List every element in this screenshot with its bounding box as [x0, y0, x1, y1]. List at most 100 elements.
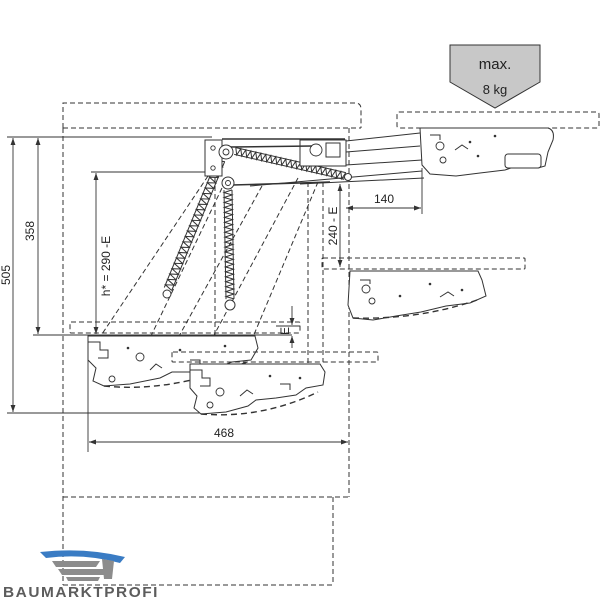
lift-mechanism: [162, 132, 425, 311]
dimension-lift-height: h* = 290 -E: [91, 171, 216, 334]
max-load-arrow-shape: [449, 44, 541, 109]
logo-block-4: [66, 577, 100, 581]
lower-arm: [231, 181, 331, 186]
upper-spring-coil: [235, 147, 347, 181]
load-label: 8 kg: [483, 82, 508, 97]
base-dot-g: [428, 282, 432, 286]
arm-path-1: [97, 175, 209, 341]
logo-swoosh: [40, 550, 125, 563]
raised-arm-2: [345, 145, 421, 153]
base-dot-e: [298, 376, 302, 380]
cabinet-outline: [62, 128, 350, 586]
logo-block-3: [102, 559, 114, 579]
raised-base-foot: [504, 153, 542, 169]
appliance-raised-position: [419, 127, 554, 177]
base-dot-h: [460, 288, 464, 292]
raised-arm-5: [299, 177, 425, 185]
logo-block-1: [52, 561, 100, 567]
appliance-base-mid: [347, 270, 487, 321]
base-hole-g: [435, 141, 445, 151]
diagonal-spring-edge-2: [163, 158, 218, 288]
base-dot-a: [126, 346, 130, 350]
appliance-mid-position: [321, 257, 526, 321]
swing-arm-paths: [97, 175, 319, 357]
hinge-rear: [309, 143, 323, 157]
raised-arm-3: [345, 159, 423, 166]
vertical-spring: [222, 189, 236, 300]
max-label: max.: [479, 56, 512, 73]
worktop-right-extension: [396, 111, 600, 129]
base-dot-k: [476, 154, 480, 158]
dim-text-358: 358: [23, 221, 37, 241]
mounting-hole-top: [210, 145, 216, 151]
appliance-lower-position: [171, 351, 379, 416]
base-hole-b: [135, 352, 145, 362]
dim-text-e: E: [278, 327, 292, 335]
dim-text-vertical-travel: 240 - E: [326, 207, 340, 246]
logo-block-2: [58, 569, 108, 575]
dimension-358: 358: [23, 138, 292, 336]
base-hole-d: [206, 401, 214, 409]
appliance-base-lower: [189, 363, 326, 415]
hinge-lower-pin: [225, 180, 231, 186]
upper-spring-edge-2: [234, 153, 345, 180]
hinge-main-pin: [222, 148, 230, 156]
shelf-lower: [171, 351, 379, 363]
base-dot-j: [493, 134, 497, 138]
base-detail-lower: [239, 383, 291, 397]
base-detail-raised: [430, 134, 469, 151]
shelf-lowest: [69, 321, 301, 334]
base-hole-a: [108, 375, 116, 383]
spring-end-upper: [344, 173, 352, 181]
base-detail-mid: [360, 279, 455, 298]
base-dot-f: [398, 294, 402, 298]
housing-stop: [325, 142, 341, 158]
vertical-spring-coil: [222, 189, 236, 300]
dimension-vertical-travel: 240 - E: [326, 184, 343, 267]
arm-path-2: [149, 187, 223, 339]
upper-spring: [234, 147, 347, 181]
diagonal-spring: [163, 158, 226, 291]
dim-text-140: 140: [374, 192, 394, 206]
base-hole-f: [368, 297, 376, 305]
raised-arm-1: [345, 132, 421, 142]
mounting-hole-bottom: [210, 165, 216, 171]
mechanism-springs: [163, 147, 347, 300]
base-notch-lower: [190, 369, 211, 387]
base-underside-lower: [200, 391, 319, 416]
dim-text-505: 505: [0, 265, 13, 285]
dimension-505: 505: [0, 136, 212, 414]
base-underside-lowest: [103, 361, 248, 388]
arm-path-6: [177, 185, 263, 339]
base-notch-lowest: [88, 341, 109, 359]
max-load-arrow: max. 8 kg: [449, 44, 541, 109]
base-dot-c: [223, 344, 227, 348]
vertical-spring-edge-2: [223, 190, 227, 300]
base-hole-c: [215, 387, 225, 397]
dimension-e: E: [276, 306, 300, 348]
dimension-140: 140: [346, 168, 423, 214]
base-underside-mid: [352, 298, 481, 319]
worktop-right-outline: [396, 111, 600, 129]
base-dot-d: [268, 374, 272, 378]
mounting-plate: [204, 139, 223, 177]
upper-arm: [229, 145, 313, 148]
base-hole-h: [439, 156, 447, 164]
worktop-outline: [62, 102, 362, 128]
base-dot-i: [468, 140, 472, 144]
appliance-lowest-position: [69, 321, 301, 388]
dim-text-lift-height: h* = 290 -E: [99, 236, 113, 296]
base-hole-e: [361, 284, 371, 294]
arm-path-4: [204, 177, 299, 353]
worktop: [62, 102, 362, 129]
base-dot-b: [178, 348, 182, 352]
diagonal-spring-coil: [164, 160, 225, 291]
shelf-mid: [321, 257, 526, 270]
spring-end-vertical: [224, 299, 236, 311]
logo-text: BAUMARKTPROFI: [3, 584, 159, 600]
baumarktprofi-logo: BAUMARKTPROFI: [3, 550, 159, 600]
raised-arm-4: [249, 170, 423, 187]
spring-end-diagonal: [162, 289, 172, 299]
dim-text-468: 468: [214, 426, 234, 440]
